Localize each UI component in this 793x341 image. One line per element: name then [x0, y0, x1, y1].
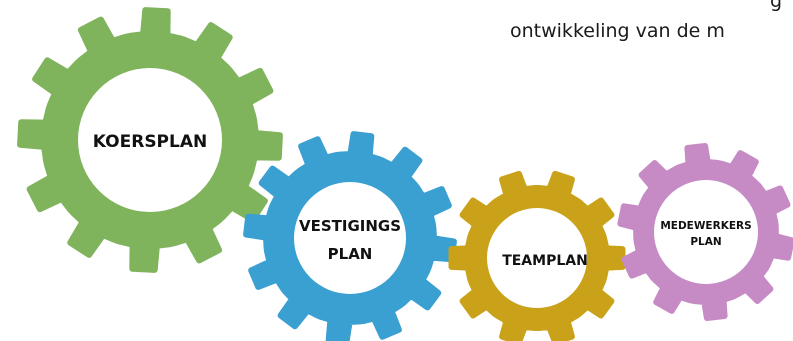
gear-koersplan-hole — [78, 68, 222, 212]
gear-vestigingsplan-label-line2: PLAN — [328, 245, 373, 263]
header-text-right-line1: g — [770, 0, 783, 12]
gear-medewerkersplan: MEDEWERKERS PLAN — [617, 143, 793, 321]
gear-medewerkersplan-label: MEDEWERKERS — [660, 220, 751, 232]
gear-teamplan: TEAMPLAN — [448, 170, 626, 341]
gear-teamplan-hole — [487, 208, 587, 308]
gear-koersplan: KOERSPLAN — [17, 7, 283, 273]
gear-teamplan-label: TEAMPLAN — [502, 253, 588, 269]
gear-medewerkersplan-label-line2: PLAN — [690, 236, 721, 248]
gear-vestigingsplan-hole — [294, 182, 406, 294]
gear-koersplan-label: KOERSPLAN — [93, 132, 207, 152]
gear-vestigingsplan: VESTIGINGS PLAN — [243, 131, 457, 341]
gear-vestigingsplan-label: VESTIGINGS — [299, 217, 401, 235]
gear-medewerkersplan-hole — [654, 180, 758, 284]
header-text-right-line2: ontwikkeling van de m — [510, 20, 725, 42]
